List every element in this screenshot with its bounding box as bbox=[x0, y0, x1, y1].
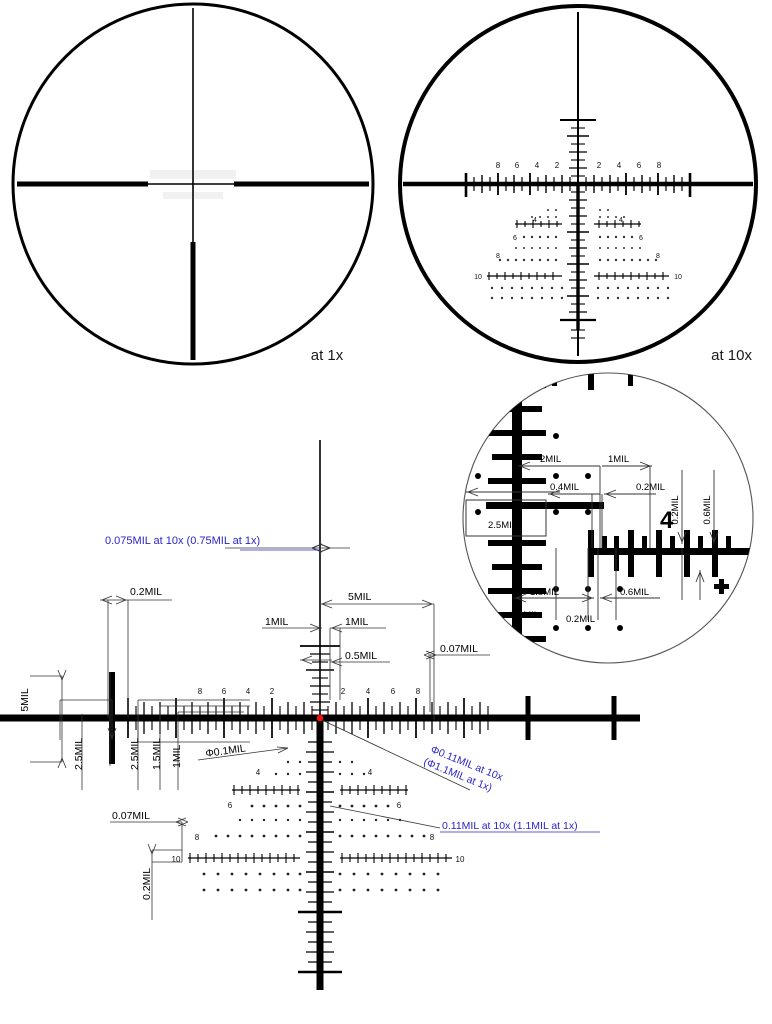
reticle-views-svg: at 1x bbox=[11, 2, 758, 366]
svg-text:4: 4 bbox=[256, 768, 261, 777]
svg-text:6: 6 bbox=[397, 801, 402, 810]
dim-span-half-mil: 0.5MIL bbox=[345, 650, 377, 662]
dim-hash-med: 1MIL bbox=[171, 744, 183, 768]
tree-dot-grid-10x bbox=[490, 209, 670, 300]
detail-dim-02mil-v: 0.2MIL bbox=[670, 495, 681, 524]
vertical-hashes-10x bbox=[560, 119, 596, 339]
detail-horizontal-hashes bbox=[588, 530, 731, 577]
detail-25mil-box bbox=[465, 499, 547, 537]
detail-clipped-digit: 6 bbox=[748, 575, 761, 602]
dim-span-5mil: 5MIL bbox=[348, 591, 372, 603]
svg-text:10: 10 bbox=[172, 855, 181, 864]
svg-text:10: 10 bbox=[674, 274, 682, 281]
dim-hash-long: 1.5MIL bbox=[151, 738, 163, 770]
svg-text:6: 6 bbox=[228, 801, 233, 810]
dim-post-gap-left-2: 2.5MIL bbox=[129, 738, 141, 770]
dim-span-1mil-right: 1MIL bbox=[345, 616, 369, 628]
dim-stem-width-top: 0.075MIL at 10x (0.75MIL at 1x) bbox=[105, 535, 260, 547]
svg-text:8: 8 bbox=[195, 833, 200, 842]
dim-post-height-left: 5MIL bbox=[19, 688, 31, 712]
view-label-10x: at 10x bbox=[711, 347, 752, 364]
main-horizontal-hashes bbox=[127, 698, 489, 738]
svg-text:4: 4 bbox=[368, 768, 373, 777]
center-aiming-dot bbox=[316, 714, 324, 722]
tree-row-numbers-10x: 4 4 6 6 8 8 10 10 bbox=[474, 217, 682, 281]
tree-rows-10x: 4 4 6 6 8 8 10 10 bbox=[474, 209, 682, 300]
dim-hash-pitch: 0.2MIL bbox=[130, 586, 162, 598]
svg-text:8: 8 bbox=[430, 833, 435, 842]
svg-text:8: 8 bbox=[496, 253, 500, 260]
svg-text:2: 2 bbox=[555, 161, 560, 170]
detail-circle-contents: 6 bbox=[465, 373, 761, 663]
svg-text:8: 8 bbox=[416, 687, 421, 696]
reticle-view-1x: at 1x bbox=[11, 2, 375, 366]
svg-text:10: 10 bbox=[474, 274, 482, 281]
main-tree-rows: 4 4 6 6 8 8 10 10 bbox=[172, 760, 465, 892]
dim-tree-hash-thin: 0.07MIL bbox=[112, 810, 150, 822]
detail-dim-02mil-b: 0.2MIL bbox=[510, 610, 539, 621]
svg-text:8: 8 bbox=[656, 253, 660, 260]
svg-text:2: 2 bbox=[270, 687, 275, 696]
svg-text:6: 6 bbox=[391, 687, 396, 696]
detail-dim-25mil: 2.5MIL bbox=[488, 520, 517, 531]
main-tree-dot-grid bbox=[202, 760, 440, 892]
detail-title-digit: 4 bbox=[660, 507, 674, 534]
svg-text:4: 4 bbox=[366, 687, 371, 696]
detail-dim-18mil: 1.8MIL bbox=[530, 587, 559, 598]
detail-dim-04mil: 0.4MIL bbox=[550, 482, 579, 493]
svg-text:6: 6 bbox=[515, 161, 520, 170]
svg-text:2: 2 bbox=[597, 161, 602, 170]
view-label-1x: at 1x bbox=[311, 347, 344, 364]
horizontal-hashes-10x bbox=[464, 173, 692, 197]
dim-hash-thin: 0.07MIL bbox=[440, 643, 478, 655]
watermark-ghost bbox=[150, 170, 236, 199]
detail-dim-06mil-v: 0.6MIL bbox=[702, 495, 713, 524]
detail-dimension-lines bbox=[466, 461, 719, 620]
detail-dim-06mil: 0.6MIL bbox=[620, 587, 649, 598]
svg-text:6: 6 bbox=[637, 161, 642, 170]
annotation-tree-line-width: 0.11MIL at 10x (1.1MIL at 1x) bbox=[442, 820, 578, 832]
annotation-center-dot-diameter: Φ0.11MIL at 10x (Φ1.1MIL at 1x) bbox=[422, 744, 505, 795]
svg-text:4: 4 bbox=[619, 217, 623, 224]
dim-tree-hash-len: 0.2MIL bbox=[141, 868, 153, 900]
dim-post-gap-left: 2.5MIL bbox=[73, 738, 85, 770]
svg-text:6: 6 bbox=[513, 235, 517, 242]
detail-dim-02mil-a: 0.2MIL bbox=[636, 482, 665, 493]
horizontal-numbers-10x: 8 6 4 2 2 4 6 8 bbox=[496, 161, 662, 170]
svg-text:10: 10 bbox=[456, 855, 465, 864]
detail-dim-02mil-c: 0.2MIL bbox=[566, 614, 595, 625]
reticle-view-10x: 8 6 4 2 2 4 6 8 bbox=[398, 4, 758, 364]
dimension-lines bbox=[30, 543, 600, 920]
main-vertical-hashes bbox=[298, 645, 342, 974]
detail-vertical-stem bbox=[512, 373, 522, 663]
dim-span-1mil-left: 1MIL bbox=[265, 616, 289, 628]
svg-text:6: 6 bbox=[222, 687, 227, 696]
svg-text:8: 8 bbox=[496, 161, 501, 170]
dim-dot-diameter: Φ0.1MIL bbox=[205, 742, 247, 760]
detail-dim-1mil: 1MIL bbox=[608, 454, 629, 465]
svg-text:2: 2 bbox=[341, 687, 346, 696]
svg-text:4: 4 bbox=[246, 687, 251, 696]
svg-text:4: 4 bbox=[533, 217, 537, 224]
svg-text:4: 4 bbox=[617, 161, 622, 170]
svg-text:8: 8 bbox=[198, 687, 203, 696]
detail-dim-2mil: 2MIL bbox=[540, 454, 561, 465]
main-horizontal-numbers: 8 6 4 2 2 4 6 8 bbox=[198, 687, 421, 696]
detail-magnifier-circle: 6 bbox=[462, 372, 761, 664]
svg-text:4: 4 bbox=[535, 161, 540, 170]
svg-text:8: 8 bbox=[657, 161, 662, 170]
svg-text:6: 6 bbox=[639, 235, 643, 242]
main-tree-row-numbers: 4 4 6 6 8 8 10 10 bbox=[172, 768, 465, 864]
